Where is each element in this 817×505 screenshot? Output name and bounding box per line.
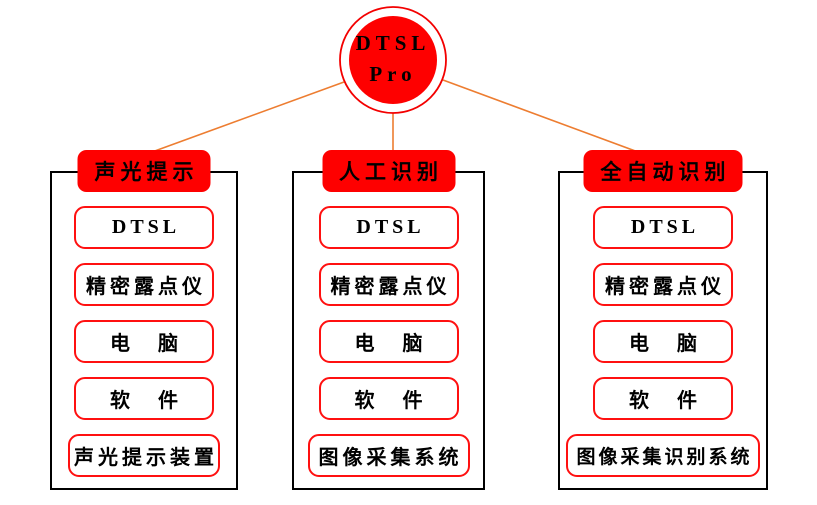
list-item: 软 件 (74, 377, 214, 420)
list-item: DTSL (318, 206, 459, 249)
list-item: DTSL (593, 206, 733, 249)
group-header: 全自动识别 (583, 150, 743, 192)
group-item-list: DTSL 精密露点仪 电 脑 软 件 图像采集系统 (294, 206, 483, 477)
list-item: 图像采集系统 (307, 434, 470, 477)
root-node-label-line2: Pro (369, 62, 417, 86)
list-item: 电 脑 (593, 320, 733, 363)
group-header: 人工识别 (322, 150, 455, 192)
root-node-label: DTSL Pro (343, 28, 443, 90)
list-item: 精密露点仪 (318, 263, 459, 306)
group-header: 声光提示 (77, 150, 211, 192)
group-automatic-recognition: 全自动识别 DTSL 精密露点仪 电 脑 软 件 图像采集识别系统 (558, 150, 768, 490)
group-item-list: DTSL 精密露点仪 电 脑 软 件 图像采集识别系统 (560, 206, 766, 477)
root-node-label-line1: DTSL (355, 31, 431, 55)
list-item: 精密露点仪 (74, 263, 214, 306)
list-item: 电 脑 (318, 320, 459, 363)
list-item: 声光提示装置 (68, 434, 220, 477)
list-item: 电 脑 (74, 320, 214, 363)
root-node-circle (349, 16, 437, 104)
group-sound-light-prompt: 声光提示 DTSL 精密露点仪 电 脑 软 件 声光提示装置 (50, 150, 238, 490)
list-item: 软 件 (318, 377, 459, 420)
group-item-list: DTSL 精密露点仪 电 脑 软 件 声光提示装置 (52, 206, 236, 477)
connector-line-right (442, 79, 639, 153)
root-node-ring (339, 6, 447, 114)
list-item: 图像采集识别系统 (566, 434, 760, 477)
list-item: 精密露点仪 (593, 263, 733, 306)
list-item: 软 件 (593, 377, 733, 420)
list-item: DTSL (74, 206, 214, 249)
connector-line-left (151, 81, 345, 153)
group-manual-recognition: 人工识别 DTSL 精密露点仪 电 脑 软 件 图像采集系统 (292, 150, 485, 490)
